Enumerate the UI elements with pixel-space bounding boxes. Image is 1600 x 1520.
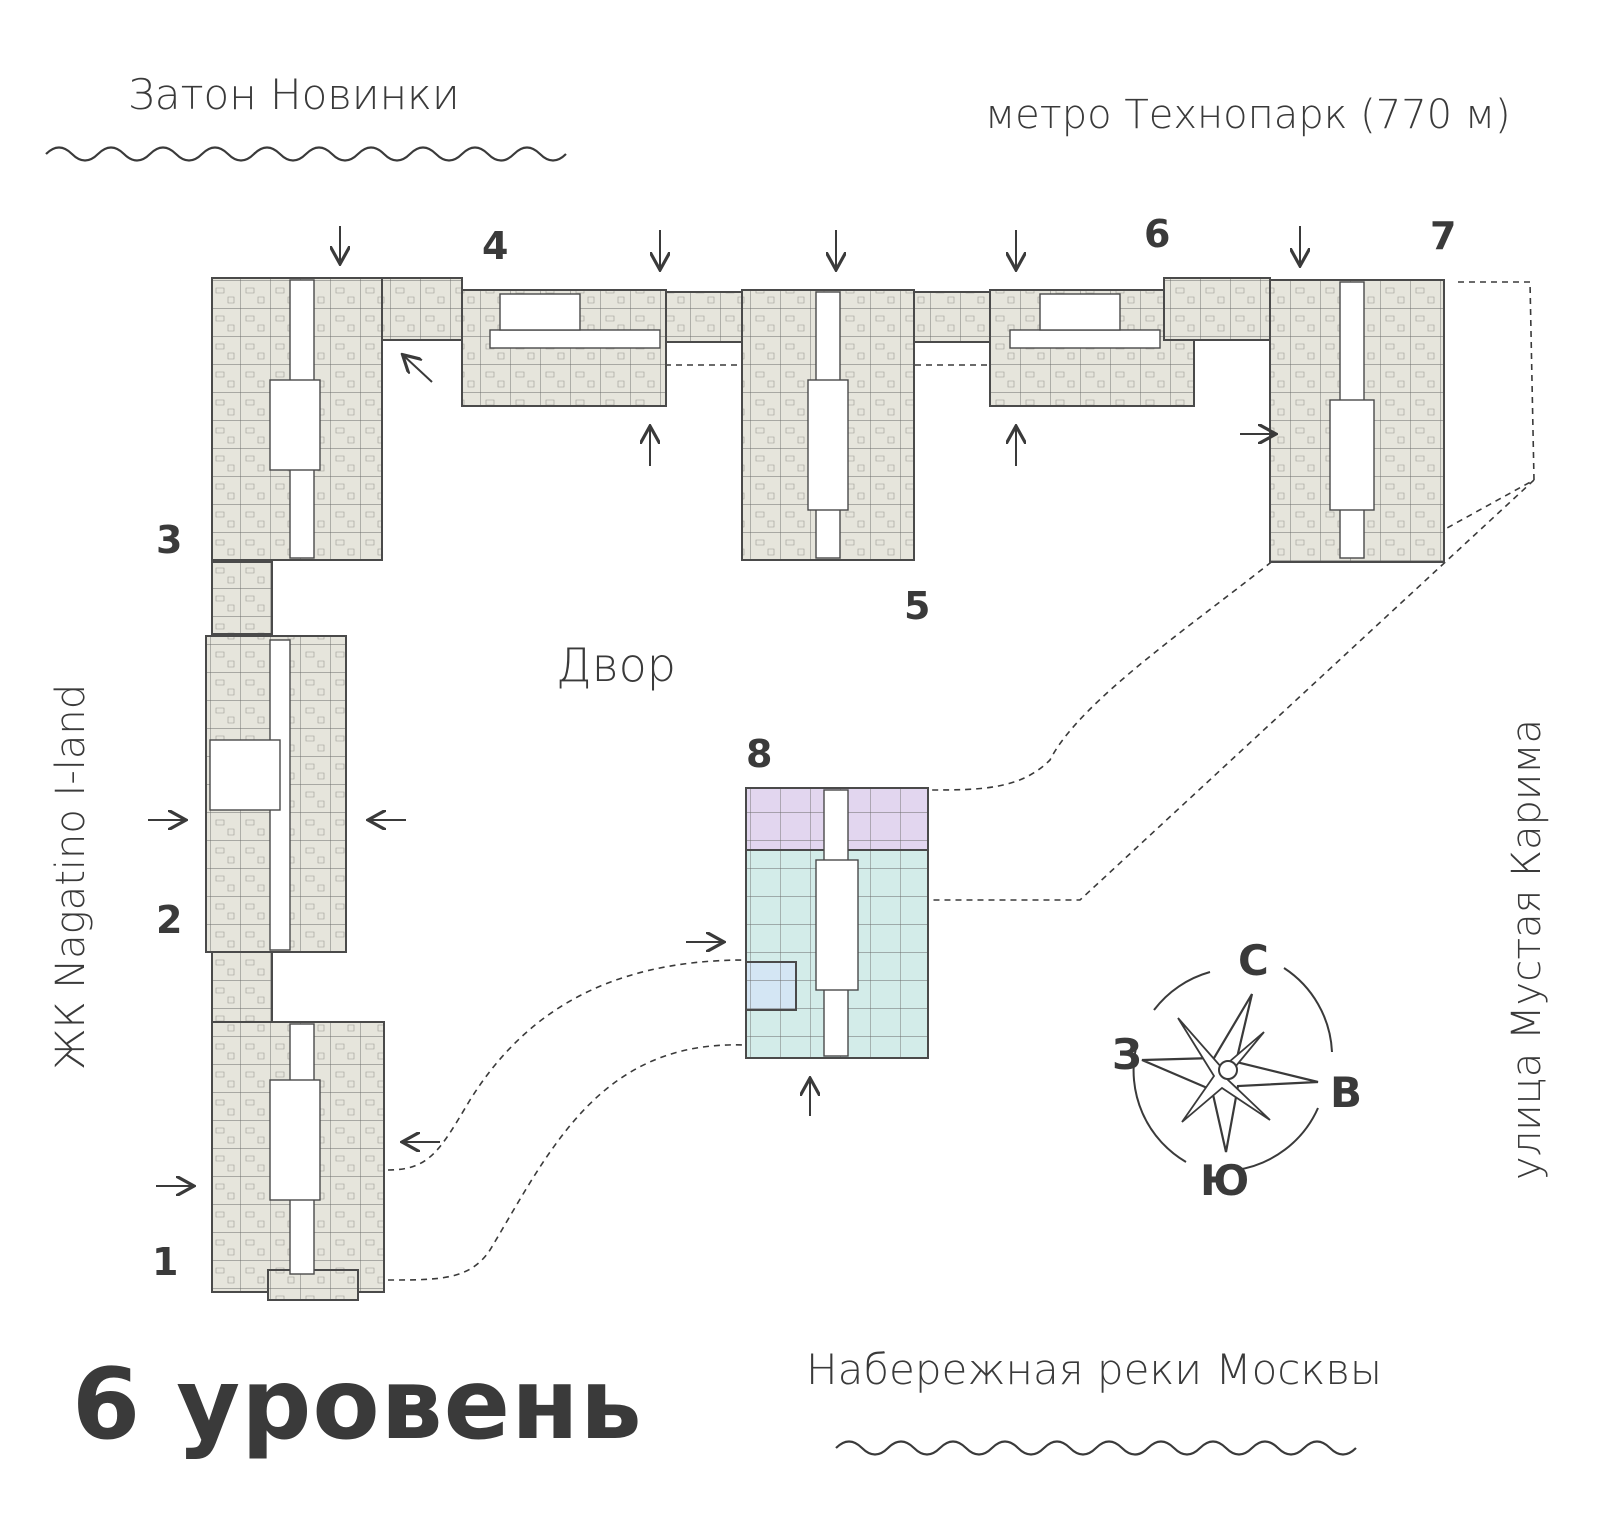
entrance-arrow <box>404 356 433 383</box>
top-left-label: Затон Новинки <box>128 70 460 119</box>
core-section-4 <box>499 293 581 331</box>
top-right-label: метро Технопарк (770 м) <box>985 92 1511 138</box>
compass-west: З <box>1112 1030 1142 1079</box>
corridor-section-4 <box>489 329 661 349</box>
section-6-number: 6 <box>1144 212 1171 256</box>
section-5-number: 5 <box>904 584 931 628</box>
bottom-label: Набережная реки Москвы <box>806 1345 1383 1394</box>
core-section-1 <box>269 1079 321 1201</box>
compass-rose <box>1132 967 1333 1171</box>
section-8-number: 8 <box>746 732 773 776</box>
building-section-6-link <box>1163 277 1271 341</box>
section-4-number: 4 <box>482 224 509 268</box>
building-west-connector-lower <box>211 951 273 1023</box>
path-1-bottom <box>387 1044 746 1281</box>
core-section-6 <box>1039 293 1121 331</box>
section-3-number: 3 <box>156 518 183 562</box>
core-section-8 <box>815 859 859 991</box>
section-7-number: 7 <box>1430 214 1457 258</box>
section-1-number: 1 <box>152 1240 179 1284</box>
compass-east: В <box>1330 1068 1363 1117</box>
building-section-3-link <box>381 277 463 341</box>
level-title: 6 уровень <box>72 1348 643 1462</box>
building-north-link-1 <box>665 291 747 343</box>
corridor-section-6 <box>1009 329 1161 349</box>
path-east-lower <box>928 479 1535 901</box>
building-west-connector-upper <box>211 561 273 635</box>
path-7-to-8 <box>927 554 1281 791</box>
core-section-3 <box>269 379 321 471</box>
building-north-link-2 <box>913 291 991 343</box>
river-wave-bottom <box>835 1440 1357 1456</box>
courtyard-label: Двор <box>556 638 677 692</box>
compass-north: С <box>1238 936 1269 985</box>
core-section-5 <box>807 379 849 511</box>
river-wave-top <box>45 146 567 162</box>
core-section-2 <box>209 739 281 811</box>
compass-south: Ю <box>1200 1156 1250 1205</box>
core-section-7 <box>1329 399 1375 511</box>
boundary-east <box>1397 281 1535 556</box>
path-1-top <box>387 959 746 1171</box>
section-8-blue-zone <box>745 961 797 1011</box>
section-2-number: 2 <box>156 898 183 942</box>
